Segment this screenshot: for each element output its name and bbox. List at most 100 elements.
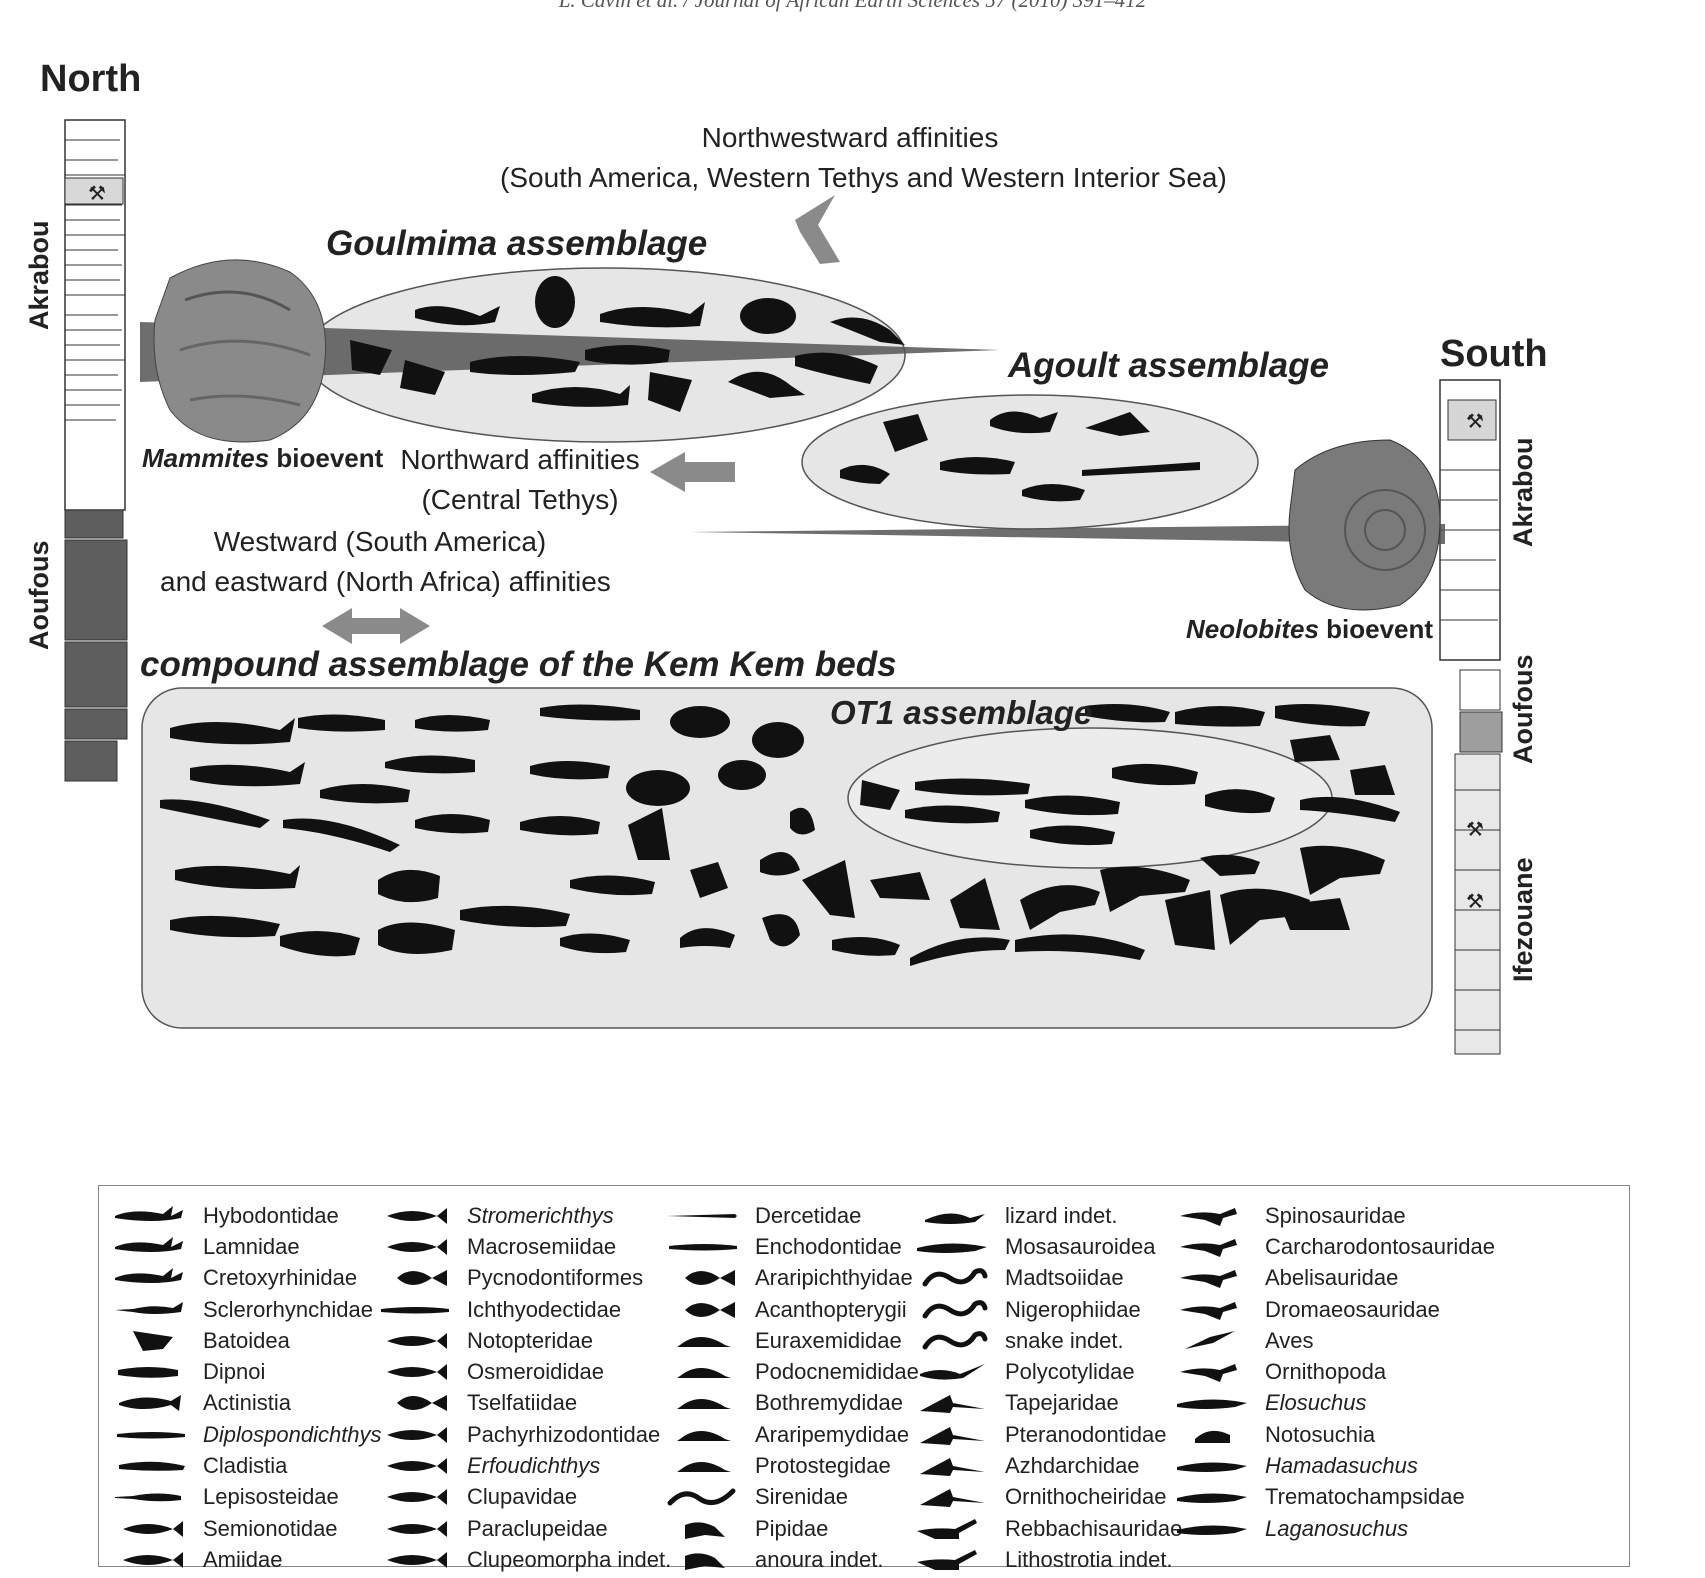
legend-item: Araripemydidae	[659, 1419, 919, 1450]
north-label: North	[40, 58, 142, 100]
legend-item: Tselfatiidae	[371, 1388, 671, 1419]
legend-item: Sirenidae	[659, 1482, 919, 1513]
gar-icon	[107, 1485, 195, 1509]
legend-item: Pteranodontidae	[909, 1419, 1182, 1450]
legend-item: Nigerophiidae	[909, 1294, 1182, 1325]
fish-icon	[107, 1517, 195, 1541]
neolobites-suffix: bioevent	[1318, 614, 1434, 644]
south-unit-ifezouane: Ifezouane	[1508, 857, 1538, 983]
compound-title: compound assemblage of the Kem Kem beds	[140, 645, 897, 684]
legend-item: Osmeroididae	[371, 1356, 671, 1387]
legend-item: Laganosuchus	[1169, 1513, 1495, 1544]
legend-item: Ichthyodectidae	[371, 1294, 671, 1325]
legend-item: Acanthopterygii	[659, 1294, 919, 1325]
legend-label: Clupavidae	[467, 1484, 578, 1510]
legend-item: Lepisosteidae	[107, 1482, 382, 1513]
legend-item: Tapejaridae	[909, 1388, 1182, 1419]
northward-arrow	[650, 452, 735, 492]
snake-icon	[909, 1329, 997, 1353]
legend-label: Batoidea	[203, 1327, 290, 1353]
north-unit-akrabou: Akrabou	[24, 220, 54, 330]
legend-label: Cretoxyrhinidae	[203, 1265, 358, 1291]
legend-label: Dromaeosauridae	[1265, 1296, 1440, 1322]
legend-item: Batoidea	[107, 1325, 382, 1356]
legend-label: Pachyrhizodontidae	[467, 1421, 661, 1447]
legend-label: Madtsoiidae	[1005, 1265, 1124, 1291]
legend-label: Rebbachisauridae	[1005, 1515, 1183, 1541]
legend-label: Diplospondichthys	[203, 1421, 382, 1447]
theropod-icon	[1169, 1235, 1257, 1259]
pterosaur-icon	[909, 1423, 997, 1447]
legend-item: Rebbachisauridae	[909, 1513, 1182, 1544]
shark-icon	[107, 1204, 195, 1228]
long-fish-icon	[107, 1423, 195, 1447]
legend-item: Ornithopoda	[1169, 1356, 1495, 1387]
legend-item: Hamadasuchus	[1169, 1450, 1495, 1481]
eel-icon	[659, 1485, 747, 1509]
legend-label: Sirenidae	[755, 1484, 848, 1510]
northwestward-affinities: Northwestward affinities (South America,…	[500, 118, 1227, 198]
ot1-title: OT1 assemblage	[830, 694, 1093, 731]
croc-icon	[909, 1235, 997, 1259]
legend-item: lizard indet.	[909, 1200, 1182, 1231]
legend-label: Pipidae	[755, 1515, 829, 1541]
legend-label: Sclerorhynchidae	[203, 1296, 373, 1322]
legend-label: Araripichthyidae	[755, 1265, 913, 1291]
croc-icon	[1169, 1485, 1257, 1509]
legend-item: Elosuchus	[1169, 1388, 1495, 1419]
round-fish-icon	[659, 1298, 747, 1322]
legend-item: Polycotylidae	[909, 1356, 1182, 1387]
westward-line-1: Westward (South America)	[213, 526, 547, 557]
pterosaur-icon	[909, 1391, 997, 1415]
long-fish-icon	[659, 1235, 747, 1259]
legend-label: Carcharodontosauridae	[1265, 1233, 1495, 1259]
north-unit-aoufous: Aoufous	[24, 540, 54, 650]
legend-label: Lepisosteidae	[203, 1484, 339, 1510]
legend-item: Semionotidae	[107, 1513, 382, 1544]
round-fish-icon	[371, 1391, 459, 1415]
legend-label: Semionotidae	[203, 1515, 338, 1541]
croc-icon	[1169, 1517, 1257, 1541]
legend-label: Azhdarchidae	[1005, 1453, 1140, 1479]
legend-label: Podocnemididae	[755, 1359, 919, 1385]
sauropod-icon	[909, 1548, 997, 1572]
legend-label: Notopteridae	[467, 1327, 593, 1353]
legend-label: Actinistia	[203, 1390, 292, 1416]
legend-item: Clupavidae	[371, 1482, 671, 1513]
needle-fish-icon	[659, 1204, 747, 1228]
theropod-icon	[1169, 1298, 1257, 1322]
goulmima-silhouettes	[350, 276, 905, 412]
legend-label: Laganosuchus	[1265, 1515, 1409, 1541]
legend-item: Lithostrotia indet.	[909, 1544, 1182, 1575]
fish-icon	[371, 1235, 459, 1259]
lizard-icon	[909, 1204, 997, 1228]
legend-label: Araripemydidae	[755, 1421, 910, 1447]
south-label: South	[1440, 333, 1548, 375]
sauropod-icon	[909, 1517, 997, 1541]
legend-item: Pipidae	[659, 1513, 919, 1544]
legend-item: Dipnoi	[107, 1356, 382, 1387]
legend-item: Aves	[1169, 1325, 1495, 1356]
mammites-bioevent: Mammites bioevent	[142, 443, 383, 474]
northward-line-1: Northward affinities	[400, 444, 640, 475]
legend-item: Paraclupeidae	[371, 1513, 671, 1544]
legend-item: Cretoxyrhinidae	[107, 1263, 382, 1294]
westward-affinities: Westward (South America) and eastward (N…	[160, 522, 611, 602]
legend-label: Lamnidae	[203, 1233, 300, 1259]
legend-label: Notosuchia	[1265, 1421, 1376, 1447]
neolobites-taxon: Neolobites	[1186, 614, 1319, 644]
legend-item: Erfoudichthys	[371, 1450, 671, 1481]
legend-label: Lithostrotia indet.	[1005, 1546, 1173, 1572]
frog-icon	[659, 1517, 747, 1541]
ray-icon	[107, 1329, 195, 1353]
legend-item: Cladistia	[107, 1450, 382, 1481]
northward-affinities: Northward affinities (Central Tethys)	[400, 440, 640, 520]
legend-item: Bothremydidae	[659, 1388, 919, 1419]
legend-item: Dromaeosauridae	[1169, 1294, 1495, 1325]
legend-item: Spinosauridae	[1169, 1200, 1495, 1231]
legend-item: Ornithocheiridae	[909, 1482, 1182, 1513]
south-unit-aoufous: Aoufous	[1508, 654, 1538, 764]
